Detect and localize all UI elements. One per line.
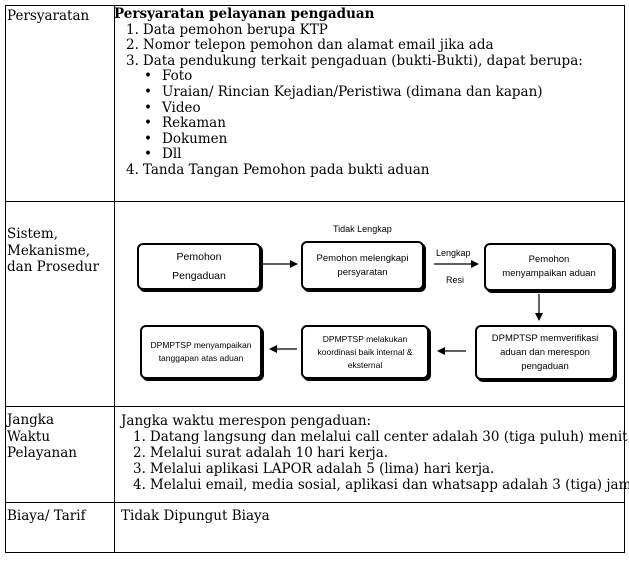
row-divider (6, 201, 624, 202)
label-lengkap: Lengkap (436, 248, 471, 258)
list-item: 4.Melalui email, media sosial, aplikasi … (133, 477, 629, 493)
label-tidak-lengkap: Tidak Lengkap (333, 224, 392, 234)
bullet-item: •Uraian/ Rincian Kejadian/Peristiwa (dim… (144, 83, 543, 100)
row-label-persyaratan: Persyaratan (7, 8, 90, 24)
list-item: 2.Melalui surat adalah 10 hari kerja. (133, 445, 389, 461)
service-table (5, 5, 625, 553)
row-label-biaya: Biaya/ Tarif (7, 508, 86, 524)
persyaratan-content: Persyaratan pelayanan pengaduan 1.Data p… (114, 6, 583, 179)
list-item: 1.Datang langsung dan melalui call cente… (133, 429, 629, 445)
row-divider (6, 502, 624, 503)
flow-box-menyampaikan: Pemohon menyampaikan aduan (484, 243, 614, 291)
bullet-item: •Video (144, 99, 201, 116)
biaya-value: Tidak Dipungut Biaya (121, 508, 270, 524)
row-divider (6, 406, 624, 407)
flow-box-verifikasi: DPMPTSP memverifikasi aduan dan merespon… (475, 325, 615, 380)
label-resi: Resi (446, 275, 465, 285)
persyaratan-title: Persyaratan pelayanan pengaduan (114, 6, 375, 22)
list-item: 3.Melalui aplikasi LAPOR adalah 5 (lima)… (133, 461, 495, 477)
bullet-item: •Rekaman (144, 115, 226, 132)
flow-box-koordinasi: DPMPTSP melakukan koordinasi baik intern… (301, 325, 429, 379)
list-item: 2.Nomor telepon pemohon dan alamat email… (126, 37, 494, 54)
bullet-item: •Foto (144, 68, 193, 85)
bullet-item: •Dll (144, 146, 182, 163)
list-item: 4.Tanda Tangan Pemohon pada bukti aduan (126, 161, 430, 178)
bullet-item: •Dokumen (144, 130, 228, 147)
row-label-sistem: Sistem, Mekanisme, dan Prosedur (7, 226, 100, 275)
flow-box-pemohon-pengaduan: Pemohon Pengaduan (137, 243, 261, 290)
jangka-title: Jangka waktu merespon pengaduan: (121, 413, 372, 429)
column-divider (114, 6, 115, 552)
flow-box-melengkapi: Pemohon melengkapi persyaratan (301, 241, 424, 290)
list-item: 3.Data pendukung terkait pengaduan (bukt… (126, 52, 583, 69)
jangka-content: Jangka waktu merespon pengaduan: 1.Datan… (121, 413, 629, 493)
row-label-jangka: Jangka Waktu Pelayanan (7, 412, 77, 461)
flow-box-tanggapan: DPMPTSP menyampaikan tanggapan atas adua… (140, 325, 262, 379)
list-item: 1.Data pemohon berupa KTP (126, 21, 328, 38)
